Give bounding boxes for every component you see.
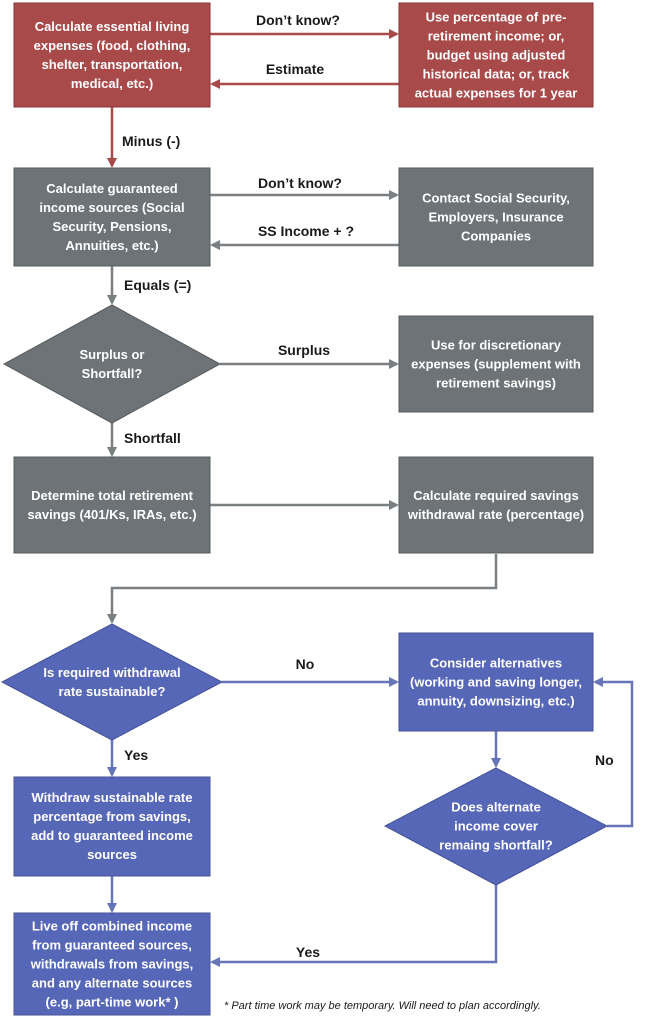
- node-text-line: Use for discretionary: [431, 338, 562, 353]
- node-text-line: expenses (food, clothing,: [34, 38, 191, 53]
- contact-sources-text: Contact Social Security, Employers, Insur…: [422, 191, 570, 244]
- node-text-line: Shortfall?: [82, 366, 143, 381]
- label-shortfall: Shortfall: [124, 430, 181, 446]
- node-text-line: savings (401/Ks, IRAs, etc.): [27, 507, 196, 522]
- node-text-line: Consider alternatives: [430, 656, 562, 671]
- live-off-text: Live off combined income from guaranteed …: [30, 919, 194, 1010]
- node-text-line: (working and saving longer,: [410, 675, 582, 690]
- node-text-line: Annuities, etc.): [65, 238, 158, 253]
- node-text-line: Calculate essential living: [35, 19, 190, 34]
- node-text-line: Calculate required savings: [413, 488, 578, 503]
- guaranteed-income-text: Calculate guaranteed income sources (Soci…: [39, 181, 184, 253]
- alternate-covers-text: Does alternate income cover remaing shortf…: [439, 800, 552, 853]
- node-text-line: Calculate guaranteed: [46, 181, 178, 196]
- node-text-line: Is required withdrawal: [43, 665, 180, 680]
- node-text-line: retirement savings): [436, 376, 556, 391]
- alternatives-text: Consider alternatives (working and saving…: [410, 656, 582, 709]
- node-text-line: historical data; or, track: [423, 67, 570, 82]
- label-estimate: Estimate: [266, 61, 325, 77]
- label-minus: Minus (-): [122, 133, 180, 149]
- essential-expenses-box: [13, 2, 211, 108]
- guaranteed-income-box: [13, 167, 211, 267]
- estimate-methods-box: [398, 2, 594, 108]
- node-text-line: Does alternate: [451, 800, 541, 815]
- node-text-line: Companies: [461, 229, 531, 244]
- node-text-line: Withdraw sustainable rate: [32, 790, 193, 805]
- alternatives-box: [398, 632, 594, 732]
- live-off-box: [13, 912, 211, 1016]
- withdrawal-rate-box: [398, 456, 594, 554]
- label-yes-2: Yes: [296, 944, 320, 960]
- label-no-2: No: [595, 752, 614, 768]
- node-text-line: add to guaranteed income: [31, 828, 193, 843]
- node-text-line: Employers, Insurance: [428, 210, 563, 225]
- label-equals: Equals (=): [124, 277, 191, 293]
- node-text-line: income cover: [454, 819, 538, 834]
- node-text-line: withdrawals from savings,: [30, 957, 194, 972]
- node-text-line: annuity, downsizing, etc.): [417, 694, 574, 709]
- node-text-line: expenses (supplement with: [411, 357, 581, 372]
- node-text-line: and any alternate sources: [32, 976, 192, 991]
- node-text-line: income sources (Social: [39, 200, 184, 215]
- node-text-line: Contact Social Security,: [422, 191, 570, 206]
- discretionary-box: [398, 315, 594, 413]
- arrow-covers-yes-to-live-off: [210, 885, 498, 967]
- withdrawal-rate-text: Calculate required savings withdrawal rat…: [407, 488, 584, 522]
- arrow-covers-no-to-alternatives: [593, 677, 634, 828]
- node-text-line: rate sustainable?: [59, 684, 166, 699]
- withdraw-sustainable-text: Withdraw sustainable rate percentage from…: [31, 790, 193, 862]
- node-text-line: Live off combined income: [32, 919, 192, 934]
- label-surplus: Surplus: [278, 342, 330, 358]
- node-text-line: (e.g, part-time work* ): [46, 995, 179, 1010]
- node-text-line: sources: [87, 847, 137, 862]
- node-text-line: percentage from savings,: [33, 809, 191, 824]
- surplus-shortfall-text: Surplus or Shortfall?: [79, 347, 144, 381]
- node-text-line: retirement income; or,: [428, 29, 565, 44]
- node-text-line: Surplus or: [79, 347, 144, 362]
- label-dont-know-1: Don’t know?: [256, 12, 340, 28]
- alternate-covers-diamond: [383, 767, 609, 886]
- footnote: * Part time work may be temporary. Will …: [224, 1000, 541, 1012]
- total-savings-box: [13, 456, 211, 554]
- node-text-line: remaing shortfall?: [439, 838, 552, 853]
- sustainable-question-diamond: [0, 623, 224, 741]
- essential-expenses-text: Calculate essential living expenses (food…: [34, 19, 191, 91]
- node-text-line: Determine total retirement: [31, 488, 193, 503]
- label-ss-income: SS Income + ?: [258, 223, 354, 239]
- node-text-line: Security, Pensions,: [53, 219, 172, 234]
- node-text-line: from guaranteed sources,: [32, 938, 192, 953]
- withdraw-sustainable-box: [13, 776, 211, 877]
- discretionary-text: Use for discretionary expenses (supplemen…: [411, 338, 581, 391]
- arrow-withdrawal-to-sustainable: [107, 554, 498, 624]
- node-text-line: withdrawal rate (percentage): [407, 507, 584, 522]
- sustainable-question-text: Is required withdrawal rate sustainable?: [43, 665, 180, 699]
- label-no-1: No: [296, 656, 315, 672]
- connectors: [107, 29, 634, 967]
- node-text-line: actual expenses for 1 year: [415, 86, 578, 101]
- surplus-shortfall-diamond: [2, 304, 222, 424]
- node-text-line: shelter, transportation,: [42, 57, 183, 72]
- node-text-line: Use percentage of pre-: [426, 10, 567, 25]
- total-savings-text: Determine total retirement savings (401/K…: [27, 488, 196, 522]
- label-yes-1: Yes: [124, 747, 148, 763]
- node-text-line: budget using adjusted: [427, 48, 566, 63]
- contact-sources-box: [398, 167, 594, 267]
- node-text-line: medical, etc.): [71, 76, 153, 91]
- estimate-methods-text: Use percentage of pre-retirement income;…: [415, 10, 578, 101]
- label-dont-know-2: Don’t know?: [258, 175, 342, 191]
